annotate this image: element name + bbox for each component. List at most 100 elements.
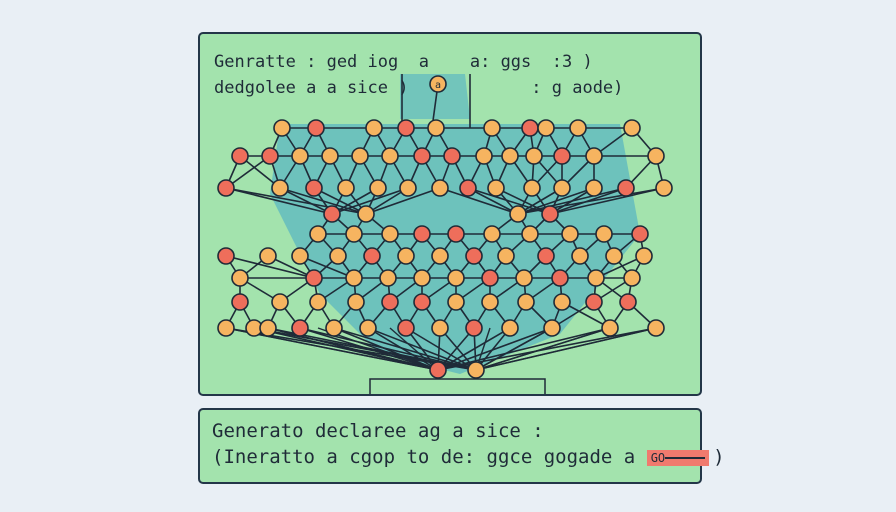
graph-edge [561, 301, 611, 329]
graph-node [427, 119, 445, 137]
graph-node [501, 147, 519, 165]
graph-node [363, 247, 381, 265]
graph-node [337, 179, 355, 197]
graph-node [509, 205, 527, 223]
graph-node [553, 179, 571, 197]
graph-node [631, 225, 649, 243]
graph-node [273, 119, 291, 137]
panel-title-line-1: Genratte : ged iog a a: ggs :3 ) [214, 52, 593, 72]
graph-edge [365, 187, 441, 215]
graph-edge [225, 187, 333, 215]
graph-node [525, 147, 543, 165]
graph-node [413, 269, 431, 287]
graph-node [553, 147, 571, 165]
graph-edge [517, 187, 665, 215]
graph-node [413, 225, 431, 243]
graph-node [271, 179, 289, 197]
graph-node [655, 179, 673, 197]
graph-edge [475, 327, 553, 371]
graph-node [431, 319, 449, 337]
graph-node [635, 247, 653, 265]
graph-node [537, 119, 555, 137]
graph-edge [333, 327, 477, 371]
graph-node [483, 225, 501, 243]
graph-node [397, 247, 415, 265]
graph-node [321, 147, 339, 165]
graph-node [587, 269, 605, 287]
graph-edge [299, 327, 439, 371]
graph-node [541, 205, 559, 223]
caption-line-2-text: (Ineratto a cgop to de: ggce gogade a [212, 446, 647, 468]
graph-node [431, 247, 449, 265]
graph-node [365, 119, 383, 137]
graph-node [619, 293, 637, 311]
graph-node [585, 293, 603, 311]
graph-node [291, 147, 309, 165]
graph-node [537, 247, 555, 265]
graph-node [501, 319, 519, 337]
graph-node [483, 119, 501, 137]
graph-edge [225, 255, 315, 279]
graph-node [465, 319, 483, 337]
graph-node [517, 293, 535, 311]
go-badge-line [665, 457, 706, 459]
graph-node [271, 293, 289, 311]
graph-node [357, 205, 375, 223]
caption-box: Generato declaree ag a sice : (Ineratto … [198, 408, 725, 484]
caption-line-1: Generato declaree ag a sice : [212, 420, 544, 442]
graph-node [647, 319, 665, 337]
graph-node [551, 269, 569, 287]
graph-edge [475, 327, 611, 371]
graph-node [465, 247, 483, 265]
graph-edge [437, 327, 475, 371]
graph-edge [331, 187, 379, 215]
graph-node [431, 179, 449, 197]
graph-node [569, 119, 587, 137]
graph-node [379, 269, 397, 287]
graph-node [515, 269, 533, 287]
go-badge: GO [646, 449, 710, 466]
graph-node [585, 147, 603, 165]
graph-node [543, 319, 561, 337]
graph-node [217, 319, 235, 337]
graph-node [487, 179, 505, 197]
graph-node [413, 147, 431, 165]
graph-node [497, 247, 515, 265]
graph-node [329, 247, 347, 265]
graph-node [291, 247, 309, 265]
graph-node [553, 293, 571, 311]
graph-node [571, 247, 589, 265]
graph-node [231, 293, 249, 311]
graph-node [397, 119, 415, 137]
graph-node [259, 319, 277, 337]
graph-node [309, 225, 327, 243]
graph-node [521, 225, 539, 243]
graph-node [429, 361, 447, 379]
graph-node [325, 319, 343, 337]
graph-node [345, 225, 363, 243]
graph-node [447, 269, 465, 287]
graph-edge [517, 187, 627, 215]
graph-node [291, 319, 309, 337]
graph-node [521, 119, 539, 137]
graph-node [443, 147, 461, 165]
graph-node [561, 225, 579, 243]
graph-node [231, 269, 249, 287]
panel-title-line-2: dedgolee a a sice ) : g aode) [214, 78, 624, 98]
graph-node [351, 147, 369, 165]
graph-edge [439, 187, 519, 215]
graph-edge [405, 327, 439, 371]
graph-node [217, 179, 235, 197]
graph-node [217, 247, 235, 265]
graph-node [459, 179, 477, 197]
graph-edge [333, 327, 439, 371]
graph-node [309, 293, 327, 311]
graph-node [307, 119, 325, 137]
graph-node [447, 225, 465, 243]
graph-edge [437, 327, 511, 371]
graph-node [231, 147, 249, 165]
node-graph: a [217, 74, 673, 394]
graph-edge [331, 187, 409, 215]
graph-node [467, 361, 485, 379]
caption-line-2: (Ineratto a cgop to de: ggce gogade a GO… [212, 446, 725, 468]
